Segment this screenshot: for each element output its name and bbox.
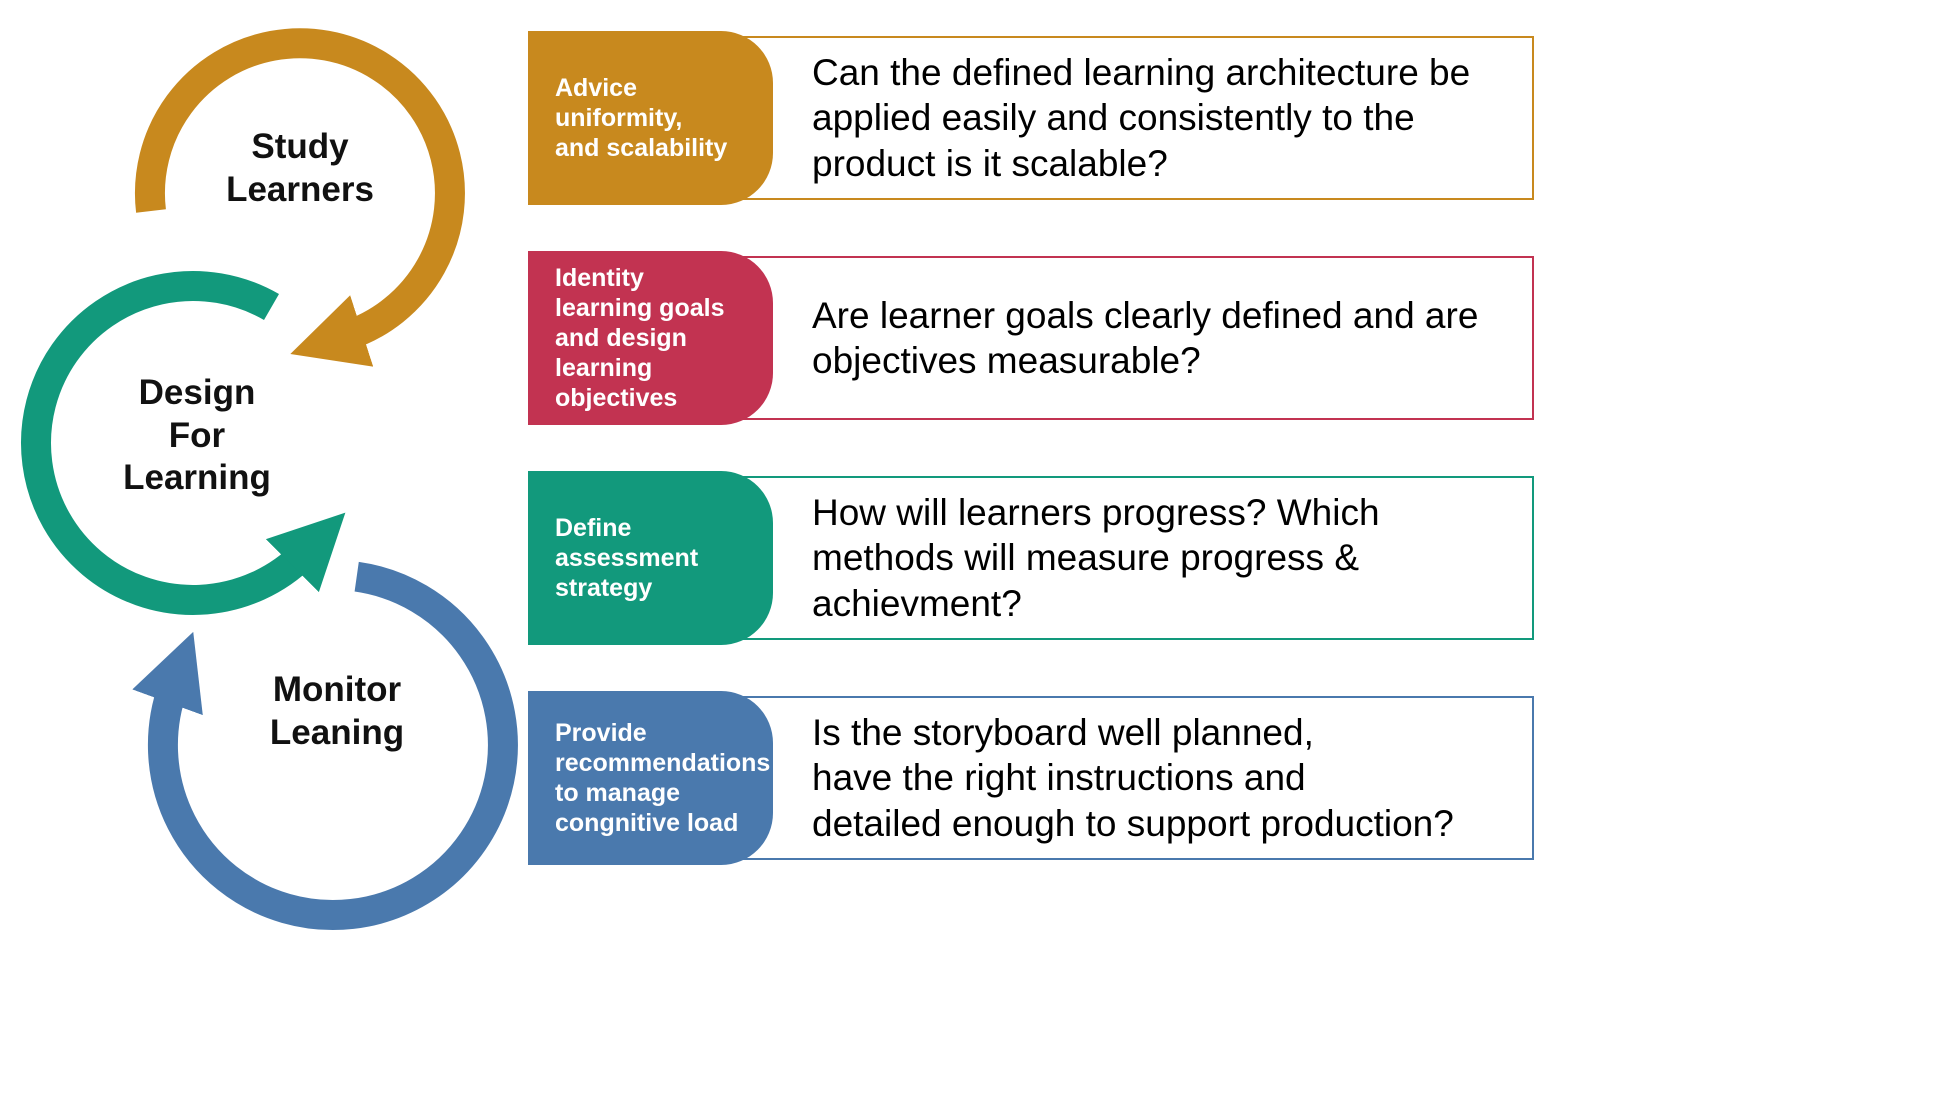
row-assessment-strategy: Define assessment strategy How will lear… <box>528 471 1534 645</box>
cycle-step-label-study-learners: Study Learners <box>226 127 374 209</box>
cycle-arrows-graphic <box>21 28 518 930</box>
row-question-text: Is the storyboard well planned, have the… <box>812 712 1454 844</box>
cycle-step-label-design-for-learning: Design For Learning <box>123 373 271 498</box>
design-for-learning-arrow <box>21 270 346 615</box>
row-question-text: Are learner goals clearly defined and ar… <box>812 294 1479 381</box>
row-question-text: Can the defined learning architecture be… <box>812 52 1471 184</box>
row-cognitive-load: Provide recommendations to manage congni… <box>528 691 1534 865</box>
row-uniformity-scalability: Advice uniformity, and scalability Can t… <box>528 31 1534 205</box>
row-learning-goals: Identity learning goals and design learn… <box>528 251 1534 425</box>
monitor-learning-arrow <box>132 561 518 930</box>
cycle-step-label-monitor-learning: Monitor Leaning <box>269 670 405 752</box>
row-tab-label: Define assessment strategy <box>528 471 773 645</box>
row-tab-label: Identity learning goals and design learn… <box>528 251 773 425</box>
study-learners-arrow <box>134 28 465 367</box>
row-question-text: How will learners progress? Which method… <box>812 492 1380 624</box>
row-tab-label: Advice uniformity, and scalability <box>528 31 773 205</box>
row-tab-label: Provide recommendations to manage congni… <box>528 691 773 865</box>
